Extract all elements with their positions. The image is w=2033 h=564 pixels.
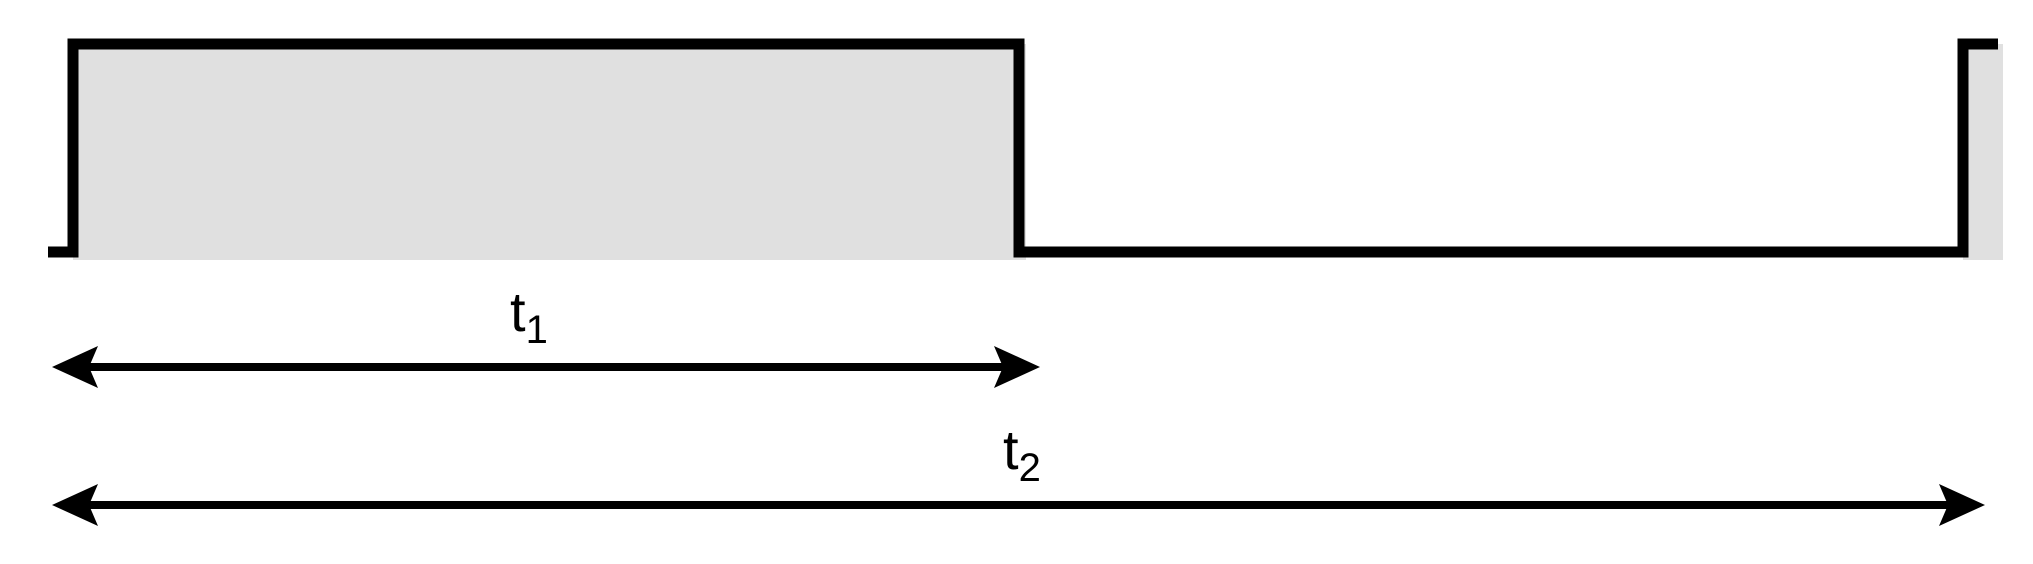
t2-label-subscript: 2 <box>1019 446 1041 490</box>
t1-arrow-left-head <box>52 346 98 388</box>
pulse-high-region-2 <box>1963 44 2003 260</box>
pulse-high-region-1 <box>73 44 1026 260</box>
t1-duration-arrow <box>52 346 1040 388</box>
t2-label-base: t <box>1003 418 1019 481</box>
t1-label: t1 <box>510 280 548 352</box>
t2-duration-arrow <box>52 484 1985 526</box>
square-wave-signal <box>48 38 1998 258</box>
t2-arrow-right-head <box>1939 484 1985 526</box>
t1-arrow-right-head <box>994 346 1040 388</box>
t2-label: t2 <box>1003 418 1041 490</box>
t2-arrow-left-head <box>52 484 98 526</box>
t1-label-subscript: 1 <box>526 308 548 352</box>
t1-label-base: t <box>510 280 526 343</box>
